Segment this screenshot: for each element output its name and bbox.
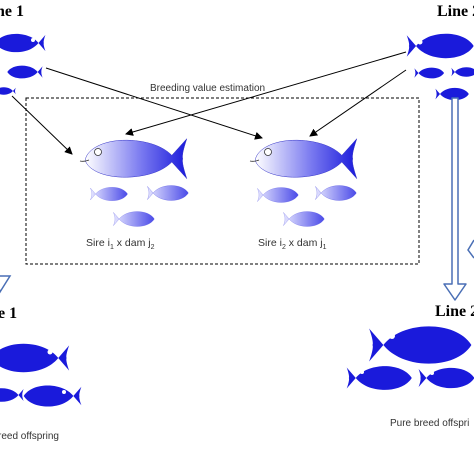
arrow-line2-to-right-cross [309,69,407,137]
fish-eye [417,39,423,45]
line2-bottom-label: Line 2 [435,303,474,320]
cross-left-label: Sire i1 x dam j2 [86,237,155,251]
arrow-line1-to-right-cross [45,67,263,140]
arrow-partial-right [467,239,474,259]
right-offspring-caption: Pure breed offspri [390,418,469,429]
arrow-line2-to-left-cross [125,51,407,136]
line1-sire-fish [0,33,46,53]
line1-offspring-fish [23,385,82,407]
line1-dam-fish [0,87,16,95]
hybrid-offspring-fish [257,187,299,203]
fish-eye [264,148,272,156]
hybrid-sire-fish-left [84,138,188,180]
line2-offspring-fish [418,367,474,389]
line2-dam-fish [414,67,445,79]
hybrid-offspring-fish [315,185,357,201]
line1-offspring-fish [0,388,24,402]
fish-eye [47,349,53,355]
line1-top-label: ne 1 [0,3,24,20]
arrow-line1-to-left-cross [11,95,73,155]
hybrid-offspring-fish [283,211,325,227]
hybrid-offspring-fish [147,185,189,201]
hybrid-sire-fish-right [254,138,358,180]
process-title: Breeding value estimation [150,83,265,94]
arrow-line1-pure-breeding [0,275,12,294]
line1-dam-fish [7,65,43,79]
line2-offspring-fish [346,366,412,390]
line2-top-label: Line 2 [437,3,474,20]
fish-eye [360,370,364,374]
fish-eye [62,390,66,394]
fish-eye [430,371,434,375]
line2-offspring-fish [369,326,472,364]
line2-dam-fish [451,67,474,77]
line2-sire-fish [406,33,474,59]
fish-mouth [79,159,90,162]
fish-eye [389,333,395,339]
cross-right-label: Sire i2 x dam j1 [258,237,327,251]
line1-offspring-fish [0,343,70,373]
hybrid-offspring-fish [113,211,155,227]
crossing-box [25,97,420,265]
left-offspring-caption: reed offspring [0,431,59,442]
line1-bottom-label: e 1 [0,305,17,322]
fish-mouth [249,159,260,162]
fish-eye [31,38,35,42]
hybrid-offspring-fish [90,186,128,202]
fish-eye [94,148,102,156]
arrow-line2-pure-breeding [443,97,467,301]
